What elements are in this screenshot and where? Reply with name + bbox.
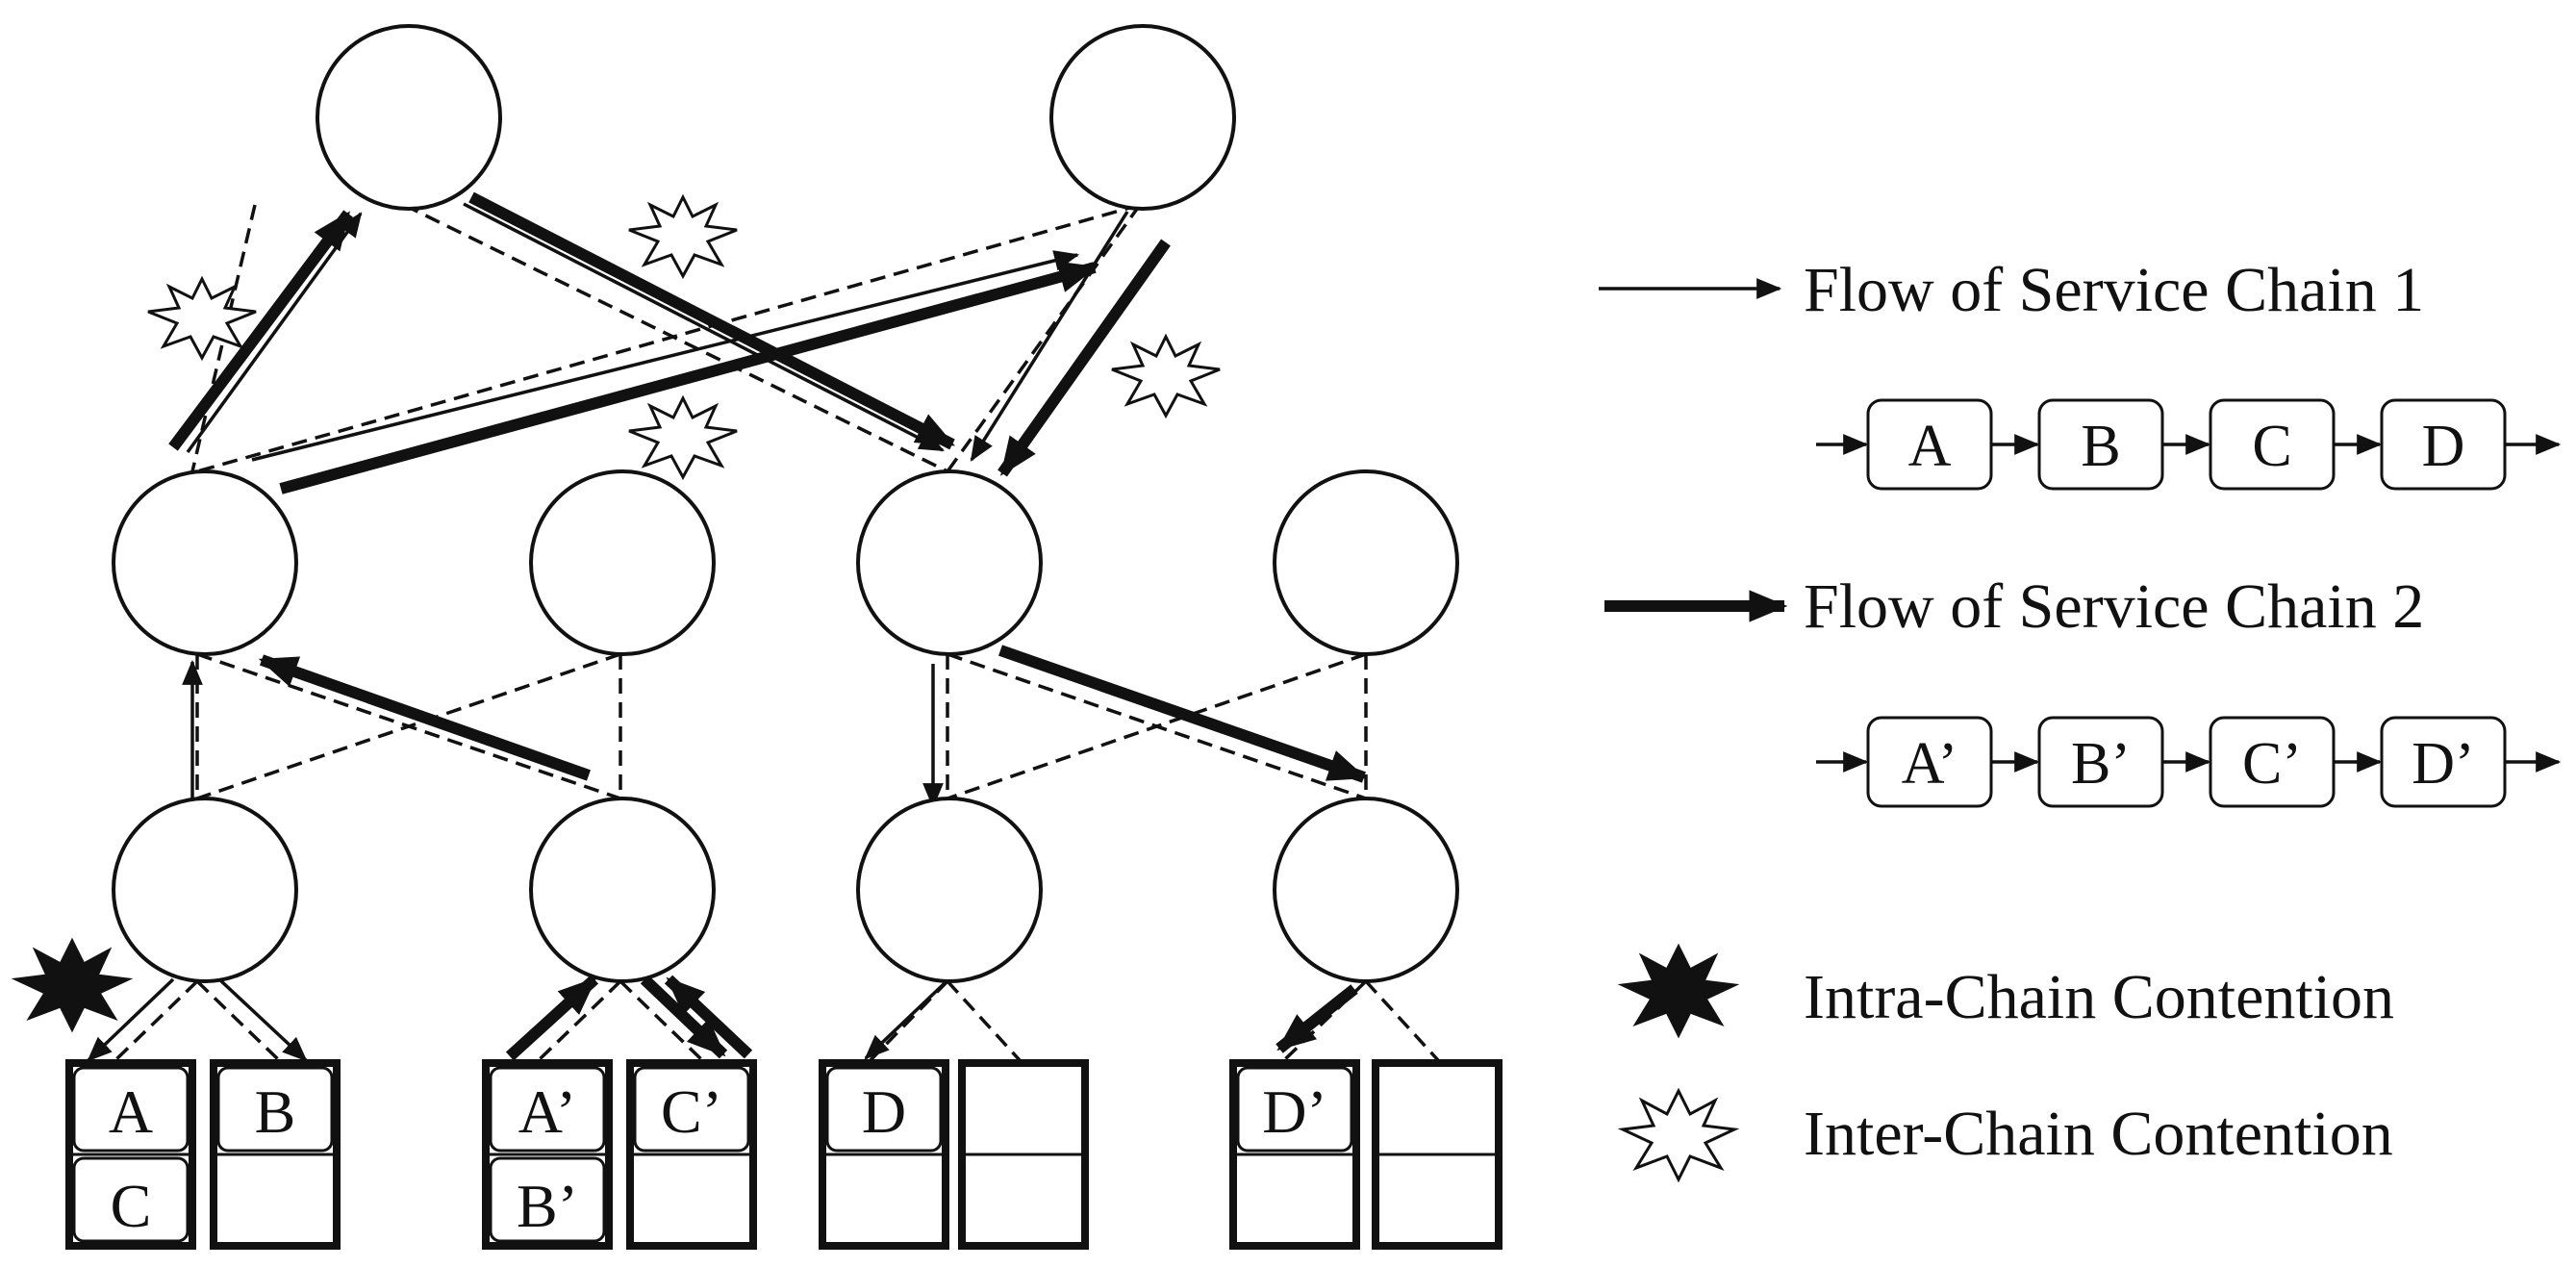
aggregation-switch-4: [1273, 469, 1459, 656]
link-edge2-rack3: [537, 979, 622, 1062]
vnf-box-label: C: [2252, 414, 2291, 479]
vnf-slot: [825, 1066, 943, 1153]
aggregation-switch-2: [529, 469, 716, 656]
chain1-arrow-agg1-to-core2: [251, 250, 1080, 462]
chain2-arrow-core2-to-agg3: [998, 239, 1171, 477]
vnf-slot: [633, 1066, 750, 1153]
chain2-arrow-rack4-to-edge2: [664, 975, 753, 1059]
core-switch-2: [1049, 24, 1236, 211]
vnf-box-label: D: [2422, 414, 2465, 479]
server-racks: AC B A’ B’ C’ D D’: [65, 1059, 1503, 1250]
server-rack: D’: [1229, 1059, 1360, 1250]
aggregation-switch-1: [112, 469, 298, 656]
vnf-label: D: [862, 1077, 906, 1146]
link-edge1-rack2: [195, 979, 281, 1062]
link-agg2-edge1: [196, 652, 621, 800]
link-edge4-rack7: [1282, 979, 1368, 1062]
inter-chain-contention-icon: [628, 394, 738, 481]
legend-chain1-label: Flow of Service Chain 1: [1804, 255, 2424, 325]
link-edge4-rack8: [1364, 979, 1440, 1062]
chain2-arrow-agg1-to-core2: [279, 261, 1099, 494]
core-switch-1: [316, 24, 502, 211]
chain2-arrow-agg1-to-core1: [168, 210, 353, 451]
vnf-slot: [1236, 1066, 1353, 1153]
edge-switch-1: [112, 797, 298, 983]
chain2-arrow-edge4-to-rack7: [1275, 984, 1358, 1053]
chain2-arrow-agg2-to-agg1: [258, 654, 591, 781]
server-rack: [958, 1059, 1089, 1250]
chain1-arrow-core2-to-agg3: [970, 211, 1129, 462]
vnf-box-label: D’: [2412, 731, 2474, 797]
vnf-box-label: B: [2081, 414, 2120, 479]
chain1-sequence: A B C D: [1816, 398, 2562, 491]
intra-chain-contention-icon: [11, 937, 134, 1033]
vnf-box-label: A: [1908, 414, 1952, 479]
link-core2-agg3: [946, 203, 1142, 473]
server-rack: A’ B’: [482, 1059, 613, 1250]
legend-intra-chain-label: Intra-Chain Contention: [1804, 962, 2394, 1032]
legend: Flow of Service Chain 1 A B C D Flow of Ser…: [1599, 255, 2562, 1183]
link-agg4-edge3: [947, 652, 1367, 800]
inter-chain-contention-icon: [147, 275, 257, 362]
vnf-label: B: [255, 1077, 296, 1146]
server-rack: [1372, 1059, 1503, 1250]
inter-chain-contention-icon: [1111, 333, 1221, 419]
server-rack: C’: [626, 1059, 757, 1250]
legend-intra-chain-contention-icon: [1617, 943, 1740, 1039]
network-links: [114, 203, 1440, 1062]
vnf-slot: [72, 1066, 189, 1153]
link-core1-agg3: [403, 203, 948, 473]
chain1-arrow-core1-to-agg3: [463, 202, 945, 452]
vnf-box-label: A’: [1902, 731, 1958, 797]
chain1-arrow-agg1-to-core1: [186, 212, 363, 454]
vnf-slot: [216, 1066, 334, 1153]
vnf-label: A’: [518, 1077, 576, 1146]
chain2-sequence: A’ B’ C’ D’: [1816, 716, 2562, 808]
edge-switch-2: [529, 797, 716, 983]
legend-chain2-label: Flow of Service Chain 2: [1804, 571, 2424, 642]
vnf-box-label: C’: [2242, 731, 2302, 797]
vnf-label: C’: [661, 1077, 722, 1146]
link-edge2-rack4: [619, 979, 704, 1062]
chain2-arrow-edge2-to-rack4: [640, 975, 728, 1059]
link-core1-agg1: [190, 204, 257, 472]
legend-inter-chain-label: Inter-Chain Contention: [1804, 1099, 2393, 1169]
chain1-arrow-edge3-to-rack5: [864, 981, 947, 1060]
legend-inter-chain-contention-icon: [1617, 1087, 1740, 1183]
vnf-label: D’: [1262, 1077, 1327, 1146]
chain1-arrow-edge1-to-rack1: [87, 977, 175, 1062]
vnf-label: B’: [517, 1172, 578, 1240]
link-edge3-rack6: [946, 979, 1022, 1062]
link-core2-agg1: [196, 203, 1141, 473]
chain2-arrow-agg3-to-agg4: [998, 645, 1368, 783]
inter-chain-contention-icon: [628, 193, 738, 280]
contention-markers: [11, 193, 1221, 1033]
switch-nodes: [112, 24, 1459, 983]
vnf-slot: [72, 1156, 189, 1243]
chain2-arrow-rack3-to-edge2: [505, 975, 599, 1061]
aggregation-switch-3: [856, 469, 1043, 656]
vnf-box-label: B’: [2071, 731, 2131, 797]
server-rack: D: [819, 1059, 949, 1250]
chain1-flow-arrows: [87, 202, 1129, 1062]
edge-switch-3: [856, 797, 1043, 983]
link-edge3-rack5: [869, 979, 949, 1062]
chain1-arrow-edge1-to-rack2: [217, 977, 308, 1062]
edge-switch-4: [1273, 797, 1459, 983]
vnf-slot: [489, 1156, 606, 1243]
chain2-flow-arrows: [168, 191, 1368, 1061]
chain2-arrow-core1-to-agg3: [468, 191, 955, 450]
link-edge1-rack1: [114, 979, 199, 1062]
vnf-slot: [489, 1066, 606, 1153]
vnf-label: C: [111, 1172, 152, 1240]
server-rack: AC: [65, 1059, 196, 1250]
vnf-label: A: [109, 1077, 153, 1146]
server-rack: B: [210, 1059, 341, 1250]
